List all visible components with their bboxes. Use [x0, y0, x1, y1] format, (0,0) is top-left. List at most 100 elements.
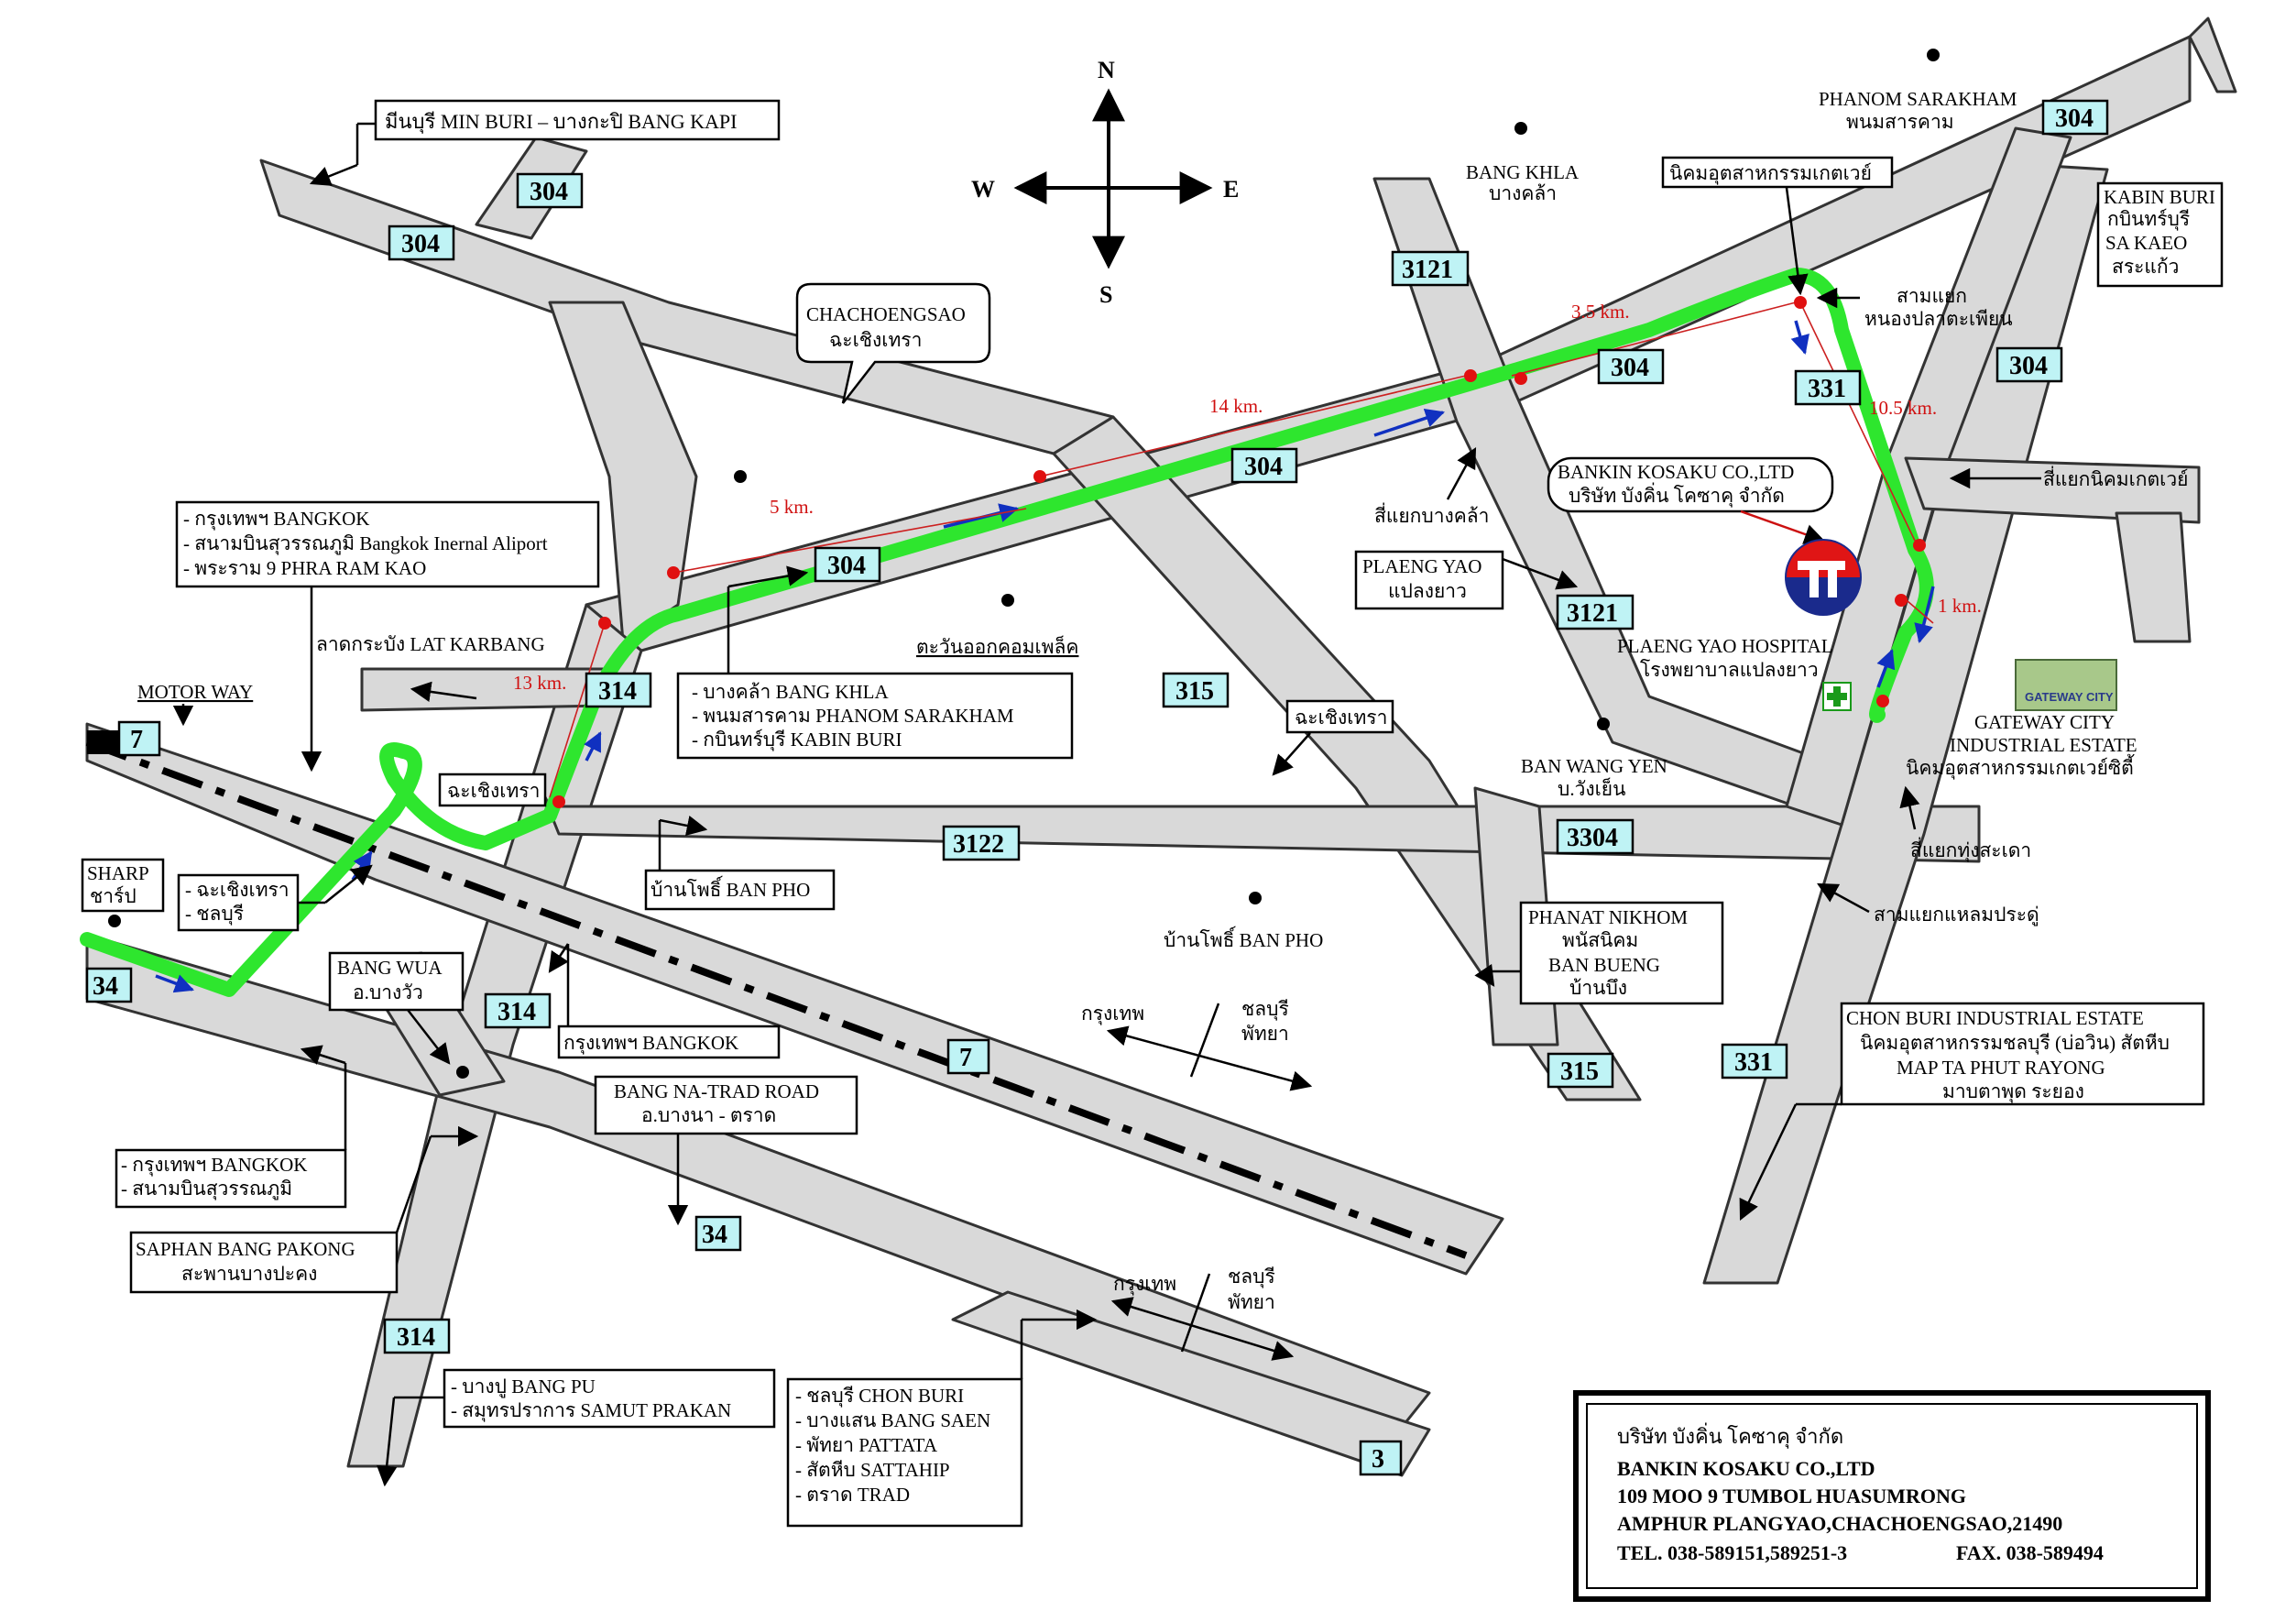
box-kabin	[2096, 181, 2224, 288]
shield-3: 3	[1359, 1440, 1403, 1476]
label-chonind-1: CHON BURI INDUSTRIAL ESTATE	[1846, 1007, 2144, 1029]
label-wangyen-th: บ.วังเย็น	[1558, 776, 1625, 800]
label-chonburi-2: - บางแสน BANG SAEN	[795, 1409, 990, 1431]
label-chabur-2: - ชลบุรี	[185, 903, 244, 926]
svg-text:304: 304	[827, 552, 866, 580]
label-bkk-dir-1: กรุงเทพ	[1081, 1003, 1144, 1025]
label-cha-small-2: ฉะเชิงเทรา	[447, 780, 540, 802]
svg-text:315: 315	[1560, 1058, 1599, 1086]
label-plaengyao-th: แปลงยาว	[1388, 580, 1467, 602]
label-bkk-3: - พระราม 9 PHRA RAM KAO	[183, 557, 426, 579]
label-bk-3: - กบินทร์บุรี KABIN BURI	[692, 729, 902, 751]
svg-text:331: 331	[1734, 1048, 1773, 1077]
label-banpho-box: บ้านโพธิ์ BAN PHO	[651, 875, 810, 901]
label-kabin-1: KABIN BURI	[2104, 186, 2215, 208]
company-name-th: บริษัท บังคิ่น โคซาคุ จำกัด	[1617, 1422, 1843, 1449]
box-banpho	[644, 869, 836, 911]
svg-text:315: 315	[1175, 677, 1214, 706]
shield-331: 331	[1721, 1043, 1788, 1080]
svg-text:304: 304	[401, 230, 440, 258]
box-minburi	[374, 99, 781, 141]
shield-7: 7	[117, 720, 161, 757]
label-samyaek-laem: สามแยกแหลมประดู่	[1874, 904, 2039, 926]
label-bangwua-en: BANG WUA	[337, 957, 443, 979]
svg-text:3: 3	[1372, 1445, 1384, 1474]
distance-5km: 5 km.	[770, 496, 814, 518]
label-chonind-2: นิคมอุตสาหกรรมชลบุรี (บ่อวิน) สัตหีบ	[1860, 1032, 2170, 1055]
label-bangkhla-th: บางคล้า	[1489, 182, 1557, 204]
label-phanat-1: PHANAT NIKHOM	[1528, 906, 1688, 928]
box-plaengyao	[1354, 550, 1504, 610]
shield-314: 314	[484, 992, 552, 1029]
label-bkk-dir-2: กรุงเทพ	[1113, 1273, 1176, 1296]
label-samyaek-1: สามแยก	[1897, 285, 1967, 307]
label-kabin-3: SA KAEO	[2105, 232, 2187, 254]
distance-10-5km: 10.5 km.	[1869, 397, 1937, 419]
label-wangyen-en: BAN WANG YEN	[1521, 755, 1667, 777]
box-cha-small-1	[1285, 699, 1394, 734]
label-pat-dir-2: พัทยา	[1228, 1291, 1275, 1313]
label-chon-dir-1: ชลบุรี	[1241, 998, 1289, 1021]
label-bkk-1: - กรุงเทพฯ BANGKOK	[183, 508, 369, 531]
distance-13km: 13 km.	[513, 672, 566, 694]
label-kabin-2: กบินทร์บุรี	[2107, 208, 2190, 231]
label-chachoengsao-en: CHACHOENGSAO	[806, 303, 966, 325]
hospital-cross-icon	[1822, 682, 1852, 711]
svg-text:3121: 3121	[1567, 599, 1618, 628]
shield-304: 304	[1230, 447, 1298, 484]
recommended-route	[80, 268, 1934, 997]
label-gwc-3: นิคมอุตสาหกรรมเกตเวย์ซิตี้	[1906, 754, 2135, 780]
label-siyaek-bangkhla: สี่แยกบางคล้า	[1374, 502, 1489, 527]
company-addr-2: AMPHUR PLANGYAO,CHACHOENGSAO,21490	[1617, 1512, 2062, 1535]
box-bangkhla-dir	[676, 672, 1074, 760]
shield-304: 304	[1995, 346, 2063, 383]
label-hospital-en: PLAENG YAO HOSPITAL	[1617, 635, 1833, 657]
label-sharp-en: SHARP	[87, 862, 149, 884]
label-bankin-en: BANKIN KOSAKU CO.,LTD	[1558, 461, 1794, 483]
label-saphan-th: สะพานบางปะคง	[181, 1263, 317, 1285]
compass-n: N	[1098, 57, 1115, 83]
label-hospital-th: โรงพยาบาลแปลงยาว	[1640, 659, 1819, 681]
svg-text:304: 304	[530, 178, 568, 206]
svg-text:3122: 3122	[953, 830, 1004, 859]
label-bangna-th: อ.บางนา - ตราด	[641, 1104, 776, 1126]
shield-34: 34	[694, 1215, 742, 1252]
gateway-city-logo-icon: GATEWAY CITY	[2015, 659, 2117, 711]
distance-1km: 1 km.	[1938, 595, 1982, 617]
label-motorway: MOTOR WAY	[137, 681, 253, 703]
label-bkk-air-1: - กรุงเทพฯ BANGKOK	[121, 1154, 307, 1177]
compass-e: E	[1223, 176, 1239, 203]
box-bkk-air	[115, 1148, 347, 1209]
svg-text:304: 304	[1611, 354, 1649, 382]
company-fax: FAX. 038-589494	[1956, 1541, 2104, 1564]
box-bangwua	[328, 951, 465, 1012]
label-saphan-en: SAPHAN BANG PAKONG	[136, 1238, 355, 1260]
label-chonind-3: MAP TA PHUT RAYONG	[1897, 1057, 2105, 1079]
svg-text:304: 304	[2055, 104, 2094, 133]
distance-markers	[549, 296, 1934, 808]
company-addr-1: 109 MOO 9 TUMBOL HUASUMRONG	[1617, 1485, 1966, 1507]
label-bankin-th: บริษัท บังคิ่น โคซาคุ จำกัด	[1569, 482, 1785, 508]
road-gateway-east	[1904, 456, 2201, 524]
shield-315: 315	[1162, 672, 1230, 708]
label-phanom-th: พนมสารคาม	[1846, 111, 1954, 133]
shield-3121: 3121	[1391, 250, 1470, 287]
company-info-box: บริษัท บังคิ่น โคซาคุ จำกัด BANKIN KOSAK…	[1573, 1390, 2211, 1602]
label-plaengyao-en: PLAENG YAO	[1362, 555, 1481, 577]
box-cha-small-2	[438, 773, 547, 807]
label-chonind-4: มาบตาพุด ระยอง	[1942, 1080, 2084, 1103]
label-gwc-1: GATEWAY CITY	[1974, 711, 2115, 733]
distance-14km: 14 km.	[1209, 395, 1263, 417]
label-gwc-2: INDUSTRIAL ESTATE	[1950, 734, 2137, 756]
label-bangpu-2: - สมุทรปราการ SAMUT PRAKAN	[451, 1399, 731, 1422]
svg-text:3304: 3304	[1567, 824, 1618, 852]
label-phanat-3: BAN BUENG	[1548, 954, 1660, 976]
label-siyaek-thung: สี่แยกทุ่งสะเดา	[1910, 837, 2031, 862]
svg-text:7: 7	[959, 1044, 972, 1072]
label-gateway-th: นิคมอุตสาหกรรมเกตเวย์	[1669, 162, 1872, 185]
road-3	[951, 1290, 1431, 1477]
label-phanat-4: บ้านบึง	[1569, 977, 1627, 999]
box-chonburi-industrial	[1840, 1002, 2205, 1106]
box-gateway-th	[1661, 156, 1894, 189]
box-chonburi-list	[786, 1377, 1023, 1528]
